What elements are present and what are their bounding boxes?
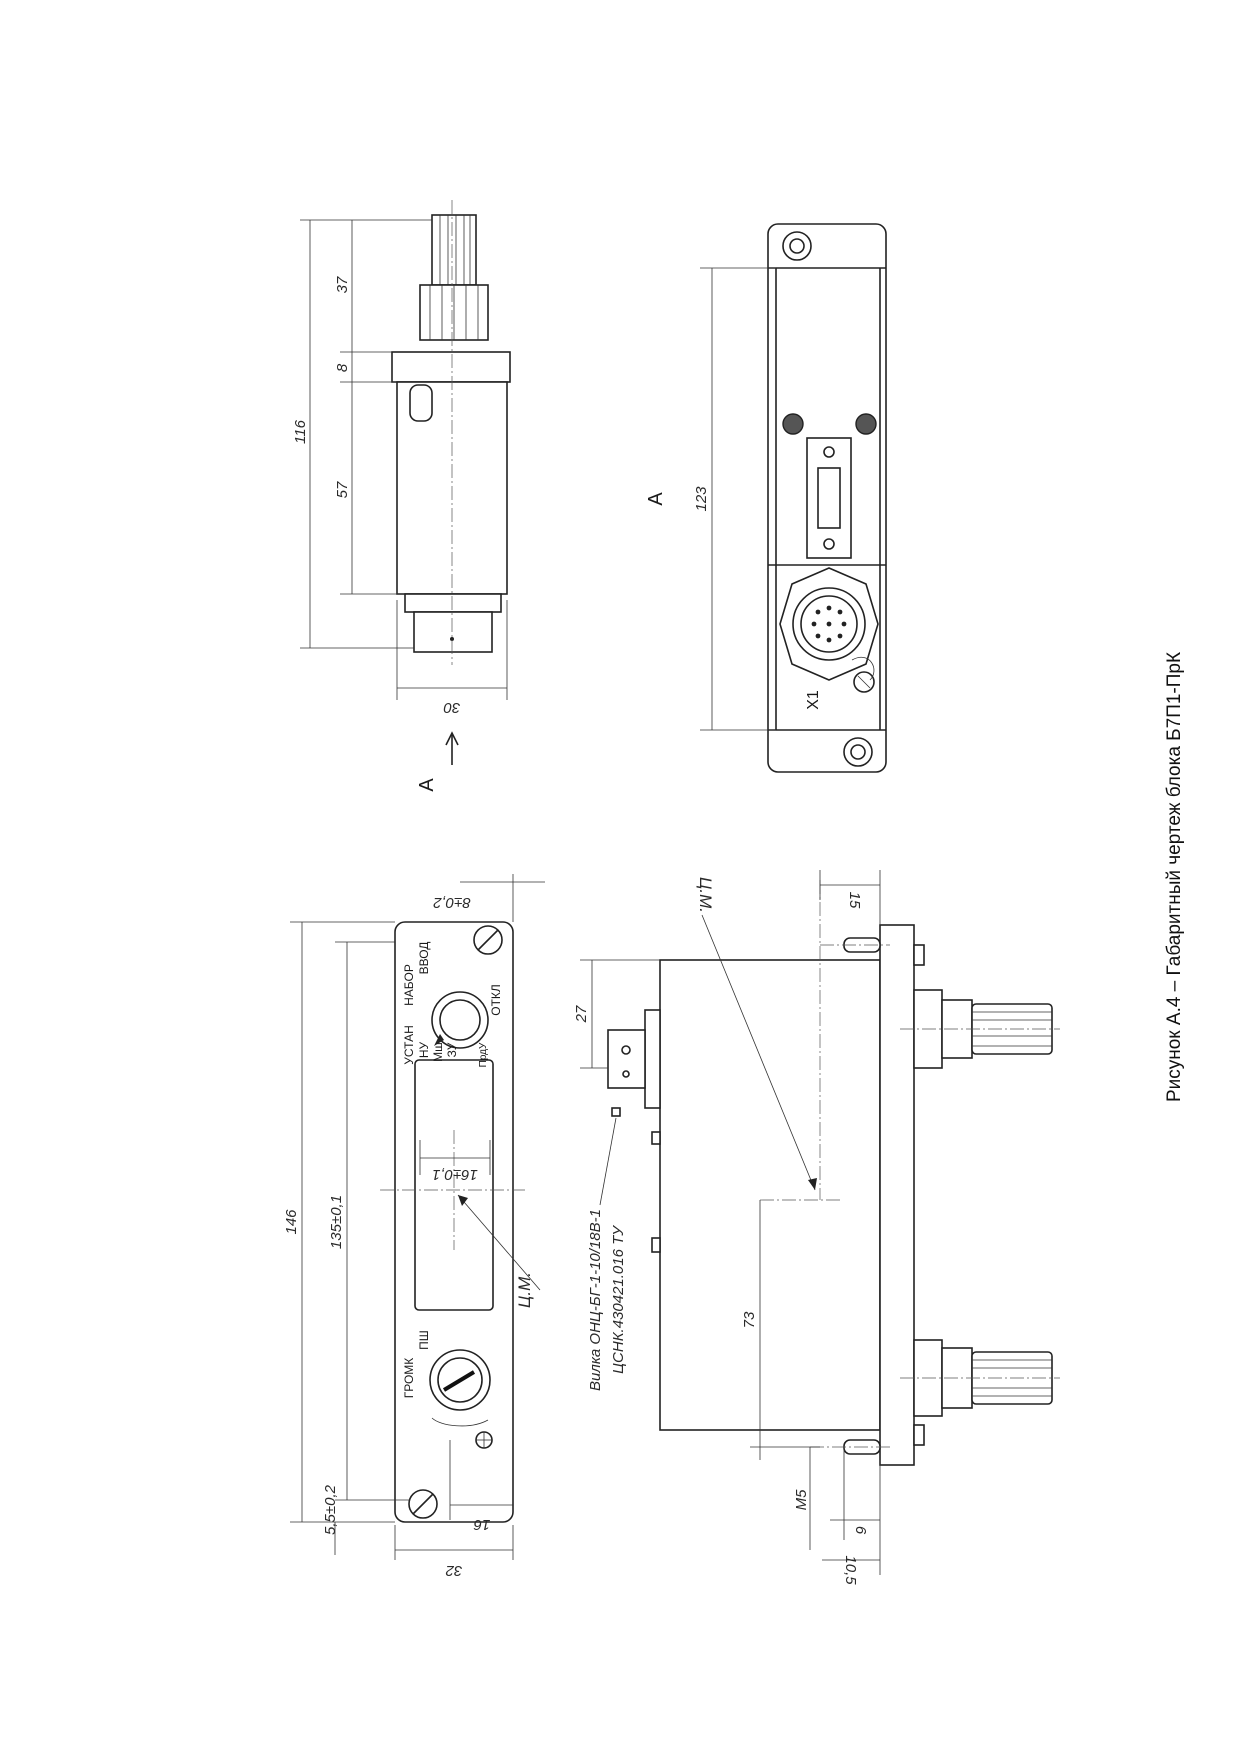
label-nabor: НАБОР — [402, 964, 416, 1006]
figure-caption: Рисунок А.4 – Габаритный чертеж блока Б7… — [1164, 652, 1185, 1102]
screw-left — [782, 413, 804, 435]
plug-note-line2: ЦСНК.430421.016 ТУ — [610, 1225, 627, 1374]
view-letter-label: A — [645, 492, 667, 506]
label-vvod: ВВОД — [417, 942, 431, 975]
label-psh: ПШ — [417, 1330, 431, 1350]
label-prdu: ПрдУ — [478, 1042, 489, 1067]
bottom-flange — [404, 593, 502, 613]
side-flange — [879, 924, 915, 1466]
dim-front-5-5: 5,5±0,2 — [322, 1484, 339, 1535]
dim-side-27: 27 — [573, 1005, 590, 1023]
label-nu: НУ — [417, 1041, 431, 1058]
view-letter-arrow: A — [416, 778, 438, 792]
dim-side-73: 73 — [741, 1311, 758, 1328]
collar — [391, 351, 511, 383]
dim-body-57: 57 — [334, 481, 351, 498]
side-body — [659, 959, 881, 1431]
view-a: X1 123 A — [645, 223, 887, 773]
side-center-mass: Ц.М. — [696, 877, 715, 913]
dim-front-16-window: 16±0,1 — [432, 1166, 478, 1183]
side-plug-base — [644, 1009, 661, 1109]
screw-right — [855, 413, 877, 435]
label-gromk: ГРОМК — [402, 1358, 416, 1399]
front-panel-view: УСТАН НАБОР ВВОД НУ Мш ЗУ ПрдУ ОТКЛ ГРОМ… — [283, 874, 545, 1579]
dim-side-6: 6 — [852, 1526, 869, 1535]
dim-front-8: 8±0,2 — [433, 894, 471, 911]
side-plug — [607, 1029, 646, 1089]
plug-note-line1: Вилка ОНЦ-БГ-1-10/18В-1 — [587, 1209, 604, 1391]
label-otkl: ОТКЛ — [489, 984, 503, 1016]
side-view: Ц.М. Вилка ОНЦ-БГ-1-10/18В-1 ЦСНК.430421… — [573, 870, 1060, 1585]
dim-collar-8: 8 — [334, 363, 351, 372]
label-zu: ЗУ — [445, 1042, 459, 1057]
dim-front-135: 135±0,1 — [328, 1195, 345, 1249]
dim-front-16: 16 — [473, 1516, 490, 1533]
dim-side-10-5: 10,5 — [842, 1555, 859, 1585]
bottom-connector — [413, 611, 493, 653]
guide-pin — [409, 384, 433, 422]
dim-side-m5: M5 — [793, 1489, 810, 1510]
connector-label-x1: X1 — [805, 690, 822, 710]
dim-shaft-37: 37 — [334, 276, 351, 293]
top-side-view: 116 37 8 57 30 A — [292, 200, 511, 792]
dim-overall-116: 116 — [292, 419, 309, 444]
front-center-mass: Ц.М. — [515, 1272, 534, 1308]
label-ustan: УСТАН — [402, 1025, 416, 1065]
dim-front-146: 146 — [283, 1209, 300, 1235]
dim-view-a-123: 123 — [693, 486, 710, 512]
label-msh: Мш — [431, 1042, 445, 1062]
dim-side-15: 15 — [846, 892, 863, 909]
dim-width-30: 30 — [443, 699, 460, 716]
dim-front-32: 32 — [445, 1562, 462, 1579]
shaft-knurl — [431, 214, 477, 286]
